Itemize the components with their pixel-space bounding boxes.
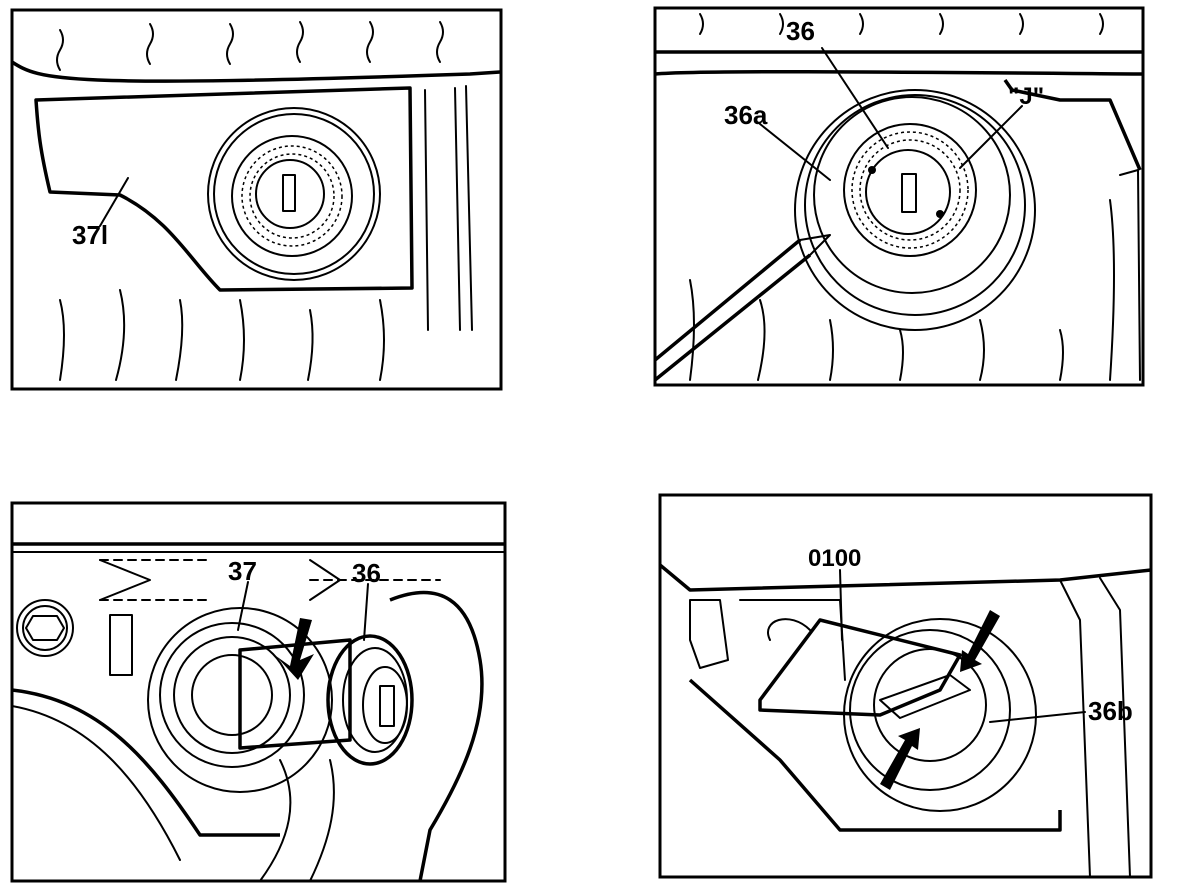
texture-lines [689,13,1115,381]
arrow-icon-upper [960,610,1000,672]
callout-37: 37 [228,556,257,586]
lock-cylinder [238,638,352,750]
tool-0100 [758,618,962,717]
grip-panel [34,86,414,292]
callout-36a: 36a [724,100,768,130]
panel-top-left: 37l [10,8,503,391]
bolt-head [16,599,74,657]
callout-j: "J" [1008,83,1044,110]
callout-0100: 0100 [808,545,861,572]
panel-frame [658,493,1153,879]
key-slot [901,173,917,213]
lock-housing [207,107,381,281]
lock-housing [794,89,1036,331]
lock-bore [147,607,333,793]
callout-leader [99,177,129,227]
callout-37l: 37l [72,220,108,250]
callout-36-insert: 36 [352,558,381,588]
panel-top-right: 36 36a "J" [653,6,1145,387]
hand [389,590,484,881]
key-slot [282,174,296,212]
texture-lines [56,21,444,381]
key-slot [379,685,395,727]
panel-frame [10,501,507,883]
screwdriver [655,238,812,382]
panel-bottom-left: 37 36 [10,501,507,883]
trunk-edge [12,60,501,83]
callout-36: 36 [786,16,815,46]
panel-bottom-right: 0100 36b [658,493,1153,879]
arrow-icon [276,618,314,680]
arrow-icon-lower [880,728,920,790]
callout-36b: 36b [1088,696,1133,726]
